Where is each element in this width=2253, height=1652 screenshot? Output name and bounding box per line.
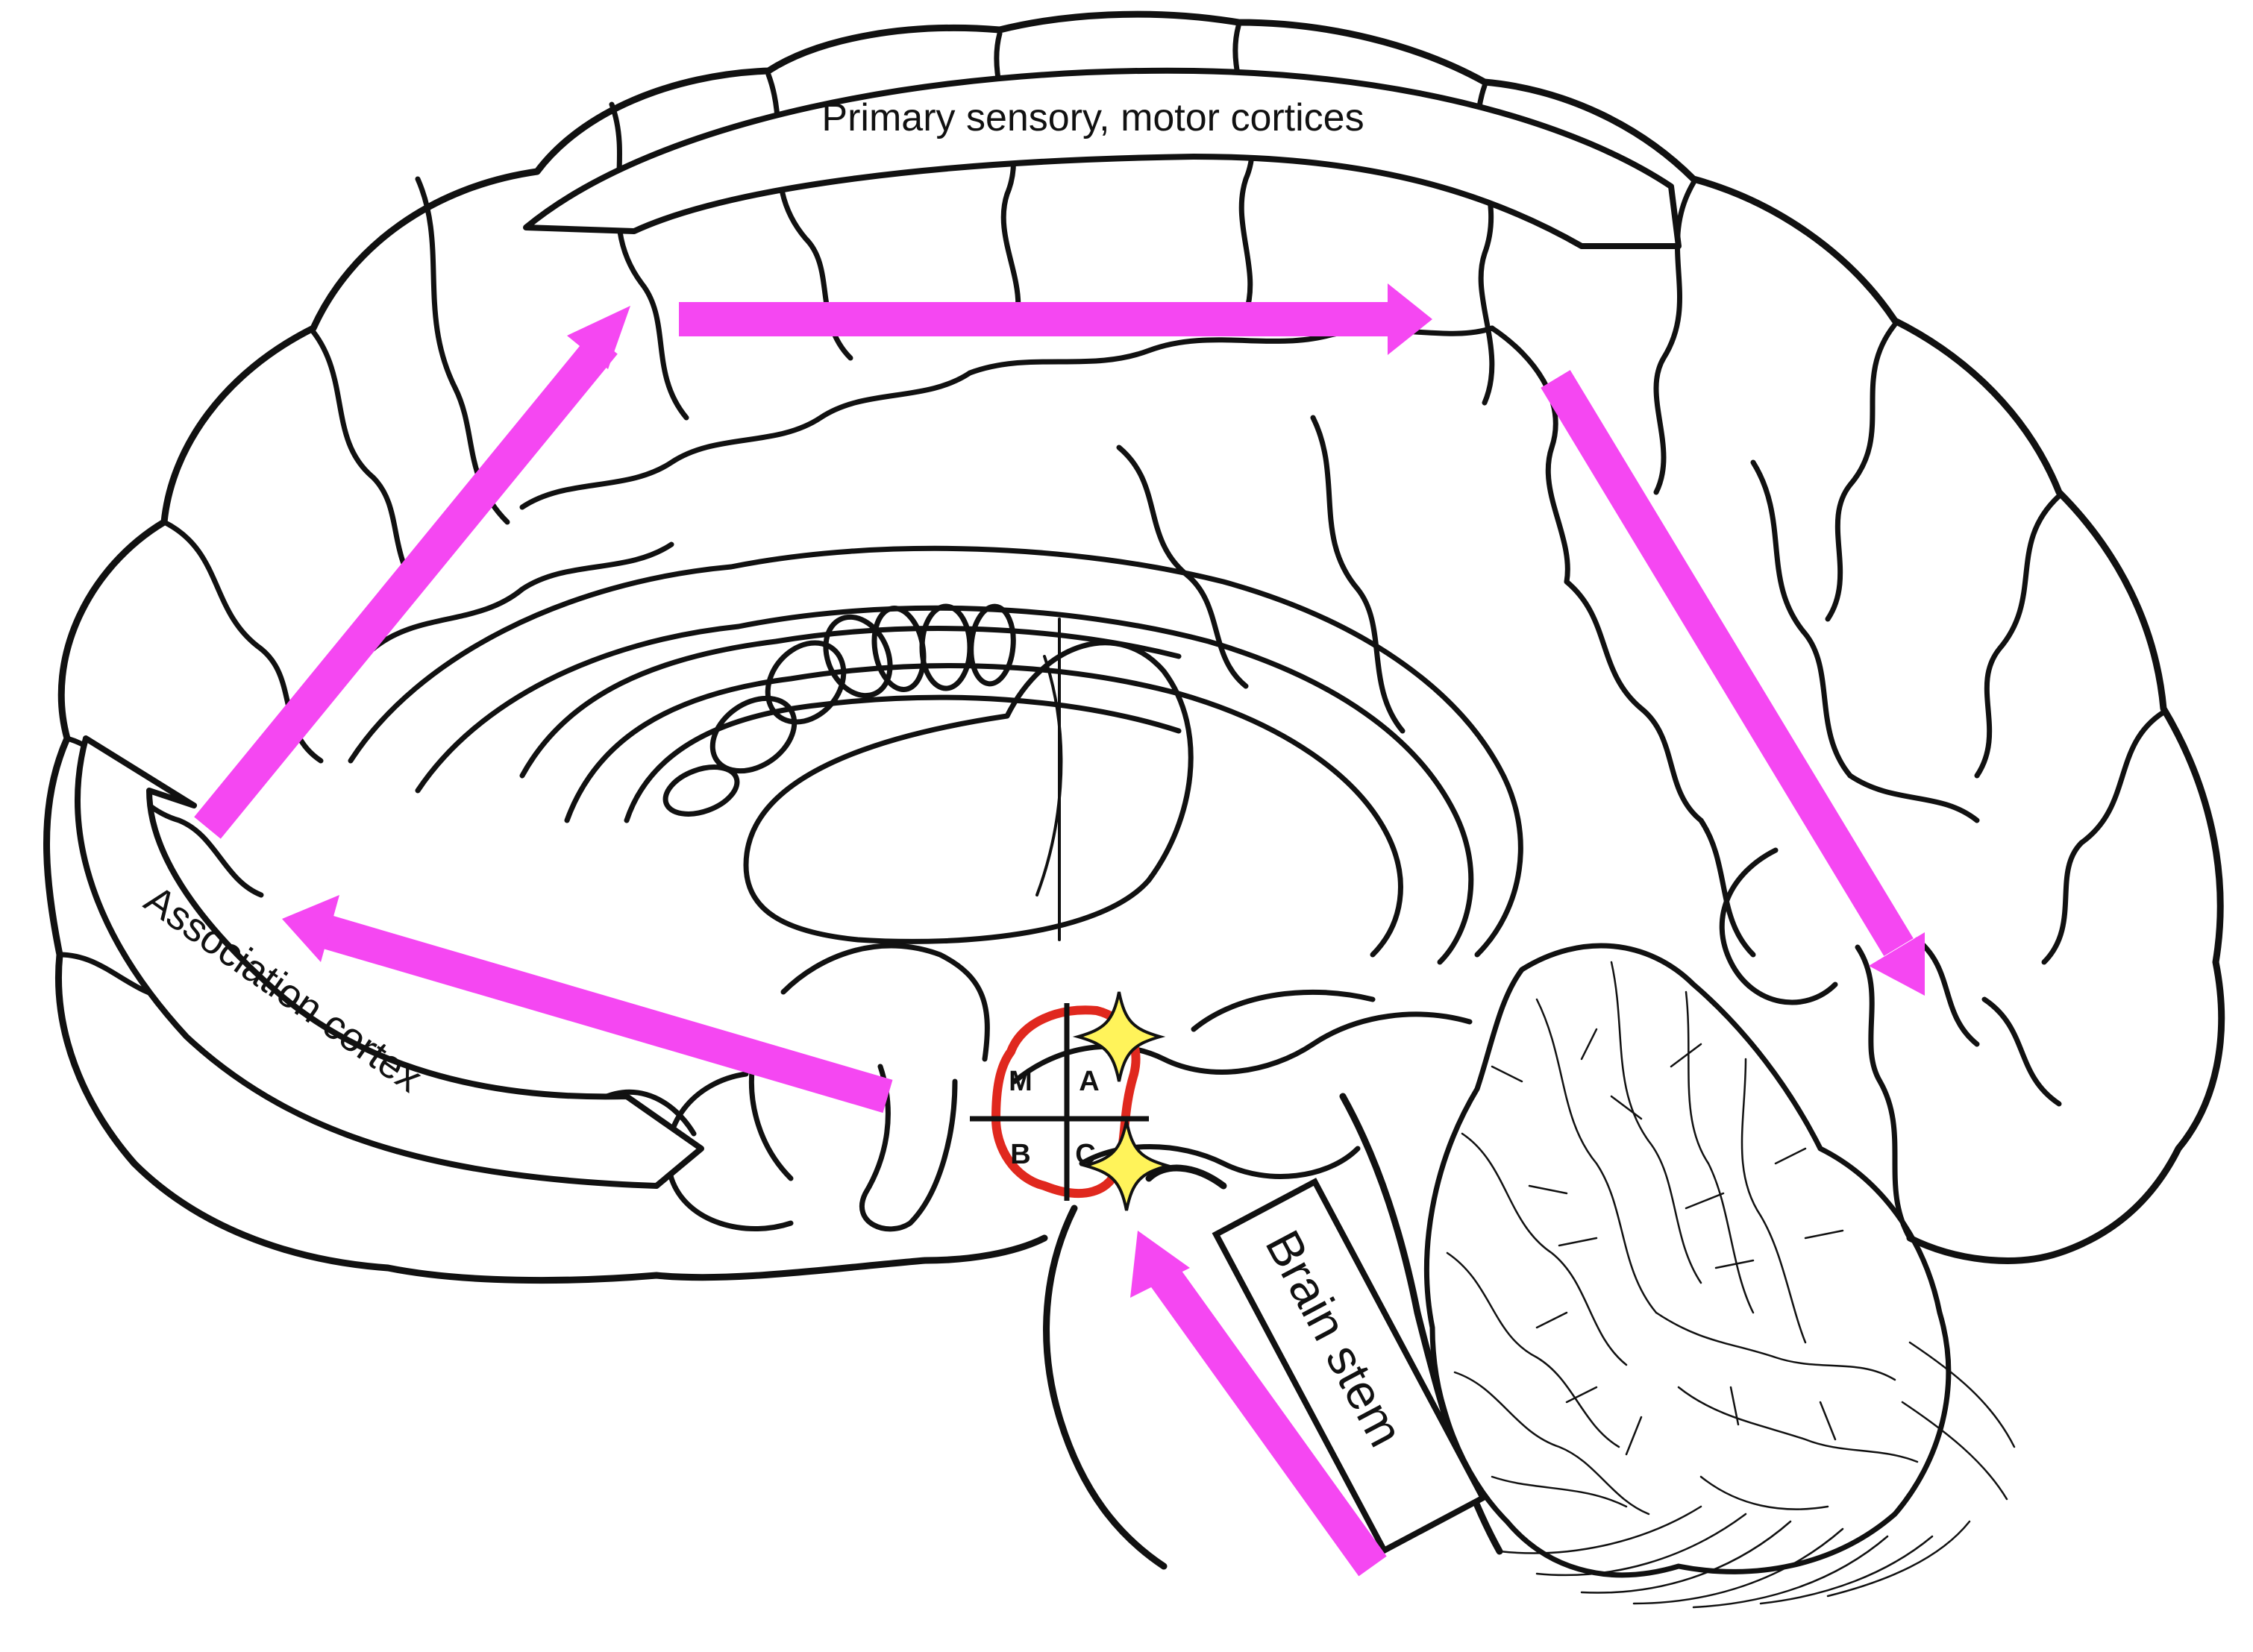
corpus-callosum (348, 545, 1523, 965)
star-icon (1072, 991, 1166, 1082)
primary-cortex-band: Primary sensory, motor cortices (523, 67, 1682, 249)
arrow-primary-down-right (1541, 370, 1925, 996)
flow-arrows (194, 283, 1925, 1577)
hypothalamus-area (579, 943, 1473, 1232)
arrow-primary-across (679, 283, 1432, 355)
quadrant-b: B (1010, 1139, 1030, 1170)
arrow-association-to-primary (194, 306, 630, 839)
quadrant-m: M (1009, 1066, 1033, 1097)
brainstem-label-box: Brain stem (1212, 1178, 1488, 1555)
thalamus (743, 618, 1194, 944)
fornix-ovals (662, 603, 1016, 817)
quadrant-a: A (1079, 1066, 1099, 1097)
cerebellum (1424, 943, 2016, 1609)
arrow-brainstem-up (1130, 1231, 1387, 1577)
cerebrum-outline (43, 10, 2225, 1284)
star-icon (1080, 1120, 1173, 1211)
primary-cortex-label: Primary sensory, motor cortices (821, 96, 1364, 139)
arrow-thalamus-to-association (282, 895, 893, 1114)
